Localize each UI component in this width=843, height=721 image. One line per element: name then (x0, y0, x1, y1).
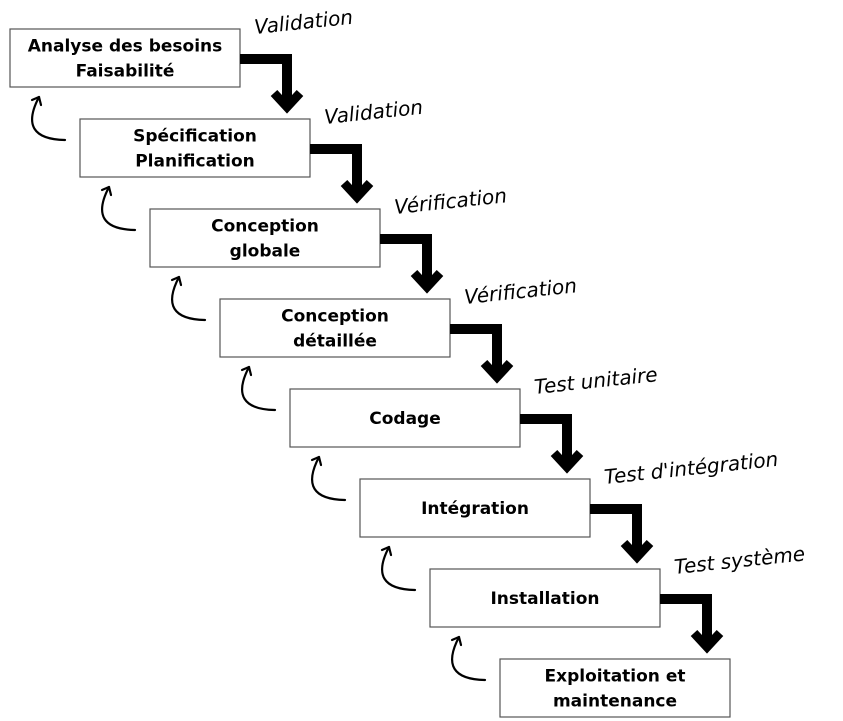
feedback-arrow-icon (30, 95, 67, 142)
phase-label: Analyse des besoins (28, 37, 223, 57)
feedback-arrow-icon (380, 545, 417, 592)
phase-label: Spécification (133, 127, 257, 147)
feedback-arrowhead (170, 275, 183, 287)
phase-label: Conception (211, 217, 319, 237)
phase-box-frame (289, 388, 521, 448)
flow-arrow-line (380, 234, 432, 285)
feedback-arrowhead (380, 545, 393, 557)
feedback-arrow-icon (450, 635, 487, 682)
flow-arrow-line (590, 504, 642, 555)
phase-box: Exploitation et maintenance (499, 658, 731, 718)
transition-label: Validation (253, 5, 354, 39)
flow-arrowhead (690, 629, 724, 654)
feedback-arc (311, 455, 347, 502)
phase-label: maintenance (553, 692, 677, 712)
feedback-arc (381, 545, 417, 592)
feedback-arc (451, 635, 487, 682)
feedback-arrowhead (30, 95, 43, 107)
feedback-arrowhead (240, 365, 253, 377)
phase-label: Intégration (421, 499, 529, 519)
feedback-arc (101, 185, 137, 232)
flow-arrow (450, 324, 514, 384)
feedback-arc (241, 365, 277, 412)
flow-arrow (590, 504, 654, 564)
feedback-arrowhead (100, 185, 113, 197)
flow-arrows (240, 54, 724, 654)
phase-box: Intégration (359, 478, 591, 538)
phase-box-frame (429, 568, 661, 628)
transition-label: Test unitaire (533, 362, 659, 399)
feedback-arrowhead (310, 455, 323, 467)
phase-label: Installation (490, 589, 599, 609)
feedback-arrow-icon (170, 275, 207, 322)
phase-label: globale (230, 242, 301, 262)
flow-arrow (310, 144, 374, 204)
phase-box-frame (149, 208, 381, 268)
phase-box-frame (219, 298, 451, 358)
phase-box: Conception détaillée (219, 298, 451, 358)
phase-box-frame (9, 28, 241, 88)
phase-box-frame (499, 658, 731, 718)
transition-label: Test d'intégration (603, 447, 779, 489)
flow-arrow-line (240, 54, 292, 105)
feedback-arc (171, 275, 207, 322)
feedback-loops (30, 95, 487, 682)
phase-label: Conception (281, 307, 389, 327)
feedback-arrow-icon (310, 455, 347, 502)
feedback-arc (31, 95, 67, 142)
flow-arrow (660, 594, 724, 654)
flow-arrowhead (410, 269, 444, 294)
transition-label: Vérification (393, 183, 508, 219)
phase-box: Codage (289, 388, 521, 448)
feedback-arrowhead (450, 635, 463, 647)
flow-arrowhead (340, 179, 374, 204)
transition-label: Test système (673, 541, 806, 579)
phase-label: Planification (135, 152, 255, 172)
phase-label: détaillée (293, 332, 377, 352)
flow-arrowhead (270, 89, 304, 114)
feedback-arrow-icon (100, 185, 137, 232)
phase-label: Faisabilité (76, 62, 175, 82)
flow-arrow-line (450, 324, 502, 375)
phase-box: Conception globale (149, 208, 381, 268)
phase-label: Exploitation et (545, 667, 686, 687)
phase-box: Installation (429, 568, 661, 628)
phase-boxes: Analyse des besoinsFaisabilitéSpécificat… (9, 28, 731, 718)
flow-arrow (380, 234, 444, 294)
flow-arrowhead (620, 539, 654, 564)
feedback-arrow-icon (240, 365, 277, 412)
flow-arrow (240, 54, 304, 114)
flow-arrow-line (660, 594, 712, 645)
phase-label: Codage (369, 409, 441, 429)
flow-arrowhead (480, 359, 514, 384)
transition-label: Validation (323, 95, 424, 129)
transition-label: Vérification (463, 273, 578, 309)
flow-arrow-line (520, 414, 572, 465)
flow-arrow (520, 414, 584, 474)
flow-arrow-line (310, 144, 362, 195)
flow-arrowhead (550, 449, 584, 474)
phase-box-frame (359, 478, 591, 538)
